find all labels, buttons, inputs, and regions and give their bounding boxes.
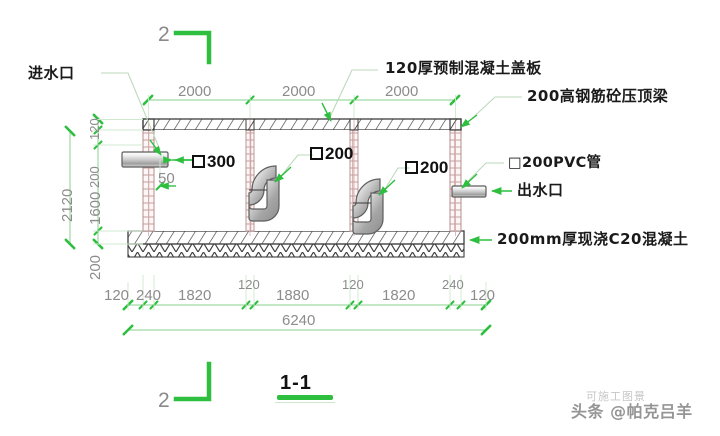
tag-opening-300: 300 (192, 153, 235, 170)
watermark-main-text: 头条 @帕克吕羊 (571, 402, 693, 421)
dim-inner-50: 50 (158, 170, 175, 187)
dim-left-200-top: 200 (87, 166, 102, 188)
dim-top-2: 2000 (282, 83, 316, 100)
drawing-title: 1-1 (280, 372, 312, 394)
tag-opening-200-b-value: 200 (420, 158, 449, 177)
square-symbol-icon (405, 161, 418, 174)
wall-right (449, 119, 462, 236)
dim-bottom-2: 240 (136, 287, 162, 304)
section-marker-label-top: 2 (158, 23, 170, 46)
dim-bottom-4: 120 (238, 277, 260, 292)
dim-top-3: 2000 (385, 83, 419, 100)
dim-left-2120: 2120 (59, 188, 76, 222)
dim-bottom-5: 1880 (276, 287, 310, 304)
s-trap-fitting-2 (352, 178, 384, 235)
dim-overall-6240: 6240 (282, 312, 316, 329)
capping-beam-left (142, 118, 155, 131)
annotation-cover-slab: 120厚预制混凝土盖板 (385, 59, 542, 77)
dim-left-200-bottom: 200 (87, 254, 104, 280)
tag-opening-200-b: 200 (405, 159, 448, 176)
dim-bottom-9: 120 (470, 287, 496, 304)
capping-beam-right (449, 118, 462, 131)
leader-lines (101, 69, 522, 244)
base-slab (127, 230, 465, 258)
dim-left-120: 120 (87, 118, 102, 140)
wall-left (142, 119, 155, 236)
annotation-outlet: 出水口 (517, 181, 564, 199)
dim-top-1: 2000 (178, 83, 212, 100)
dim-bottom-1: 120 (104, 287, 130, 304)
section-marker-bottom (173, 361, 212, 402)
annotation-inlet: 进水口 (28, 64, 75, 82)
section-marker-label-bottom: 2 (158, 389, 170, 412)
top-dimension-line (142, 95, 461, 118)
dimension-lines (64, 95, 492, 336)
tag-opening-200-a: 200 (310, 145, 353, 162)
watermark-top-text: 可施工图景 (586, 390, 646, 403)
tank-void (152, 130, 452, 231)
tank-structure (121, 118, 487, 258)
annotation-pvc-pipe: □200PVC管 (508, 155, 602, 171)
cover-slab (142, 118, 462, 131)
square-symbol-icon (192, 155, 205, 168)
bottom-dimension-line (122, 275, 492, 310)
annotation-capping-beam: 200高钢筋砼压顶梁 (527, 87, 669, 105)
section-marker-top (173, 30, 212, 65)
dim-bottom-6: 120 (342, 277, 364, 292)
square-symbol-icon (310, 147, 323, 160)
dim-bottom-7: 1820 (382, 287, 416, 304)
tag-opening-300-value: 300 (207, 152, 236, 171)
dim-bottom-8: 240 (442, 277, 464, 292)
drawing-title-underline-thick (277, 395, 333, 400)
left-inner-dimension-line (93, 113, 143, 250)
annotation-base-slab: 200mm厚现浇C20混凝土 (497, 230, 689, 248)
drawing-title-underline-thin (275, 402, 335, 404)
outlet-pipe (451, 185, 487, 198)
s-trap-fitting-1 (248, 165, 280, 222)
dim-left-1600: 1600 (87, 191, 104, 225)
dim-bottom-3: 1820 (178, 287, 212, 304)
tag-opening-200-a-value: 200 (325, 144, 354, 163)
